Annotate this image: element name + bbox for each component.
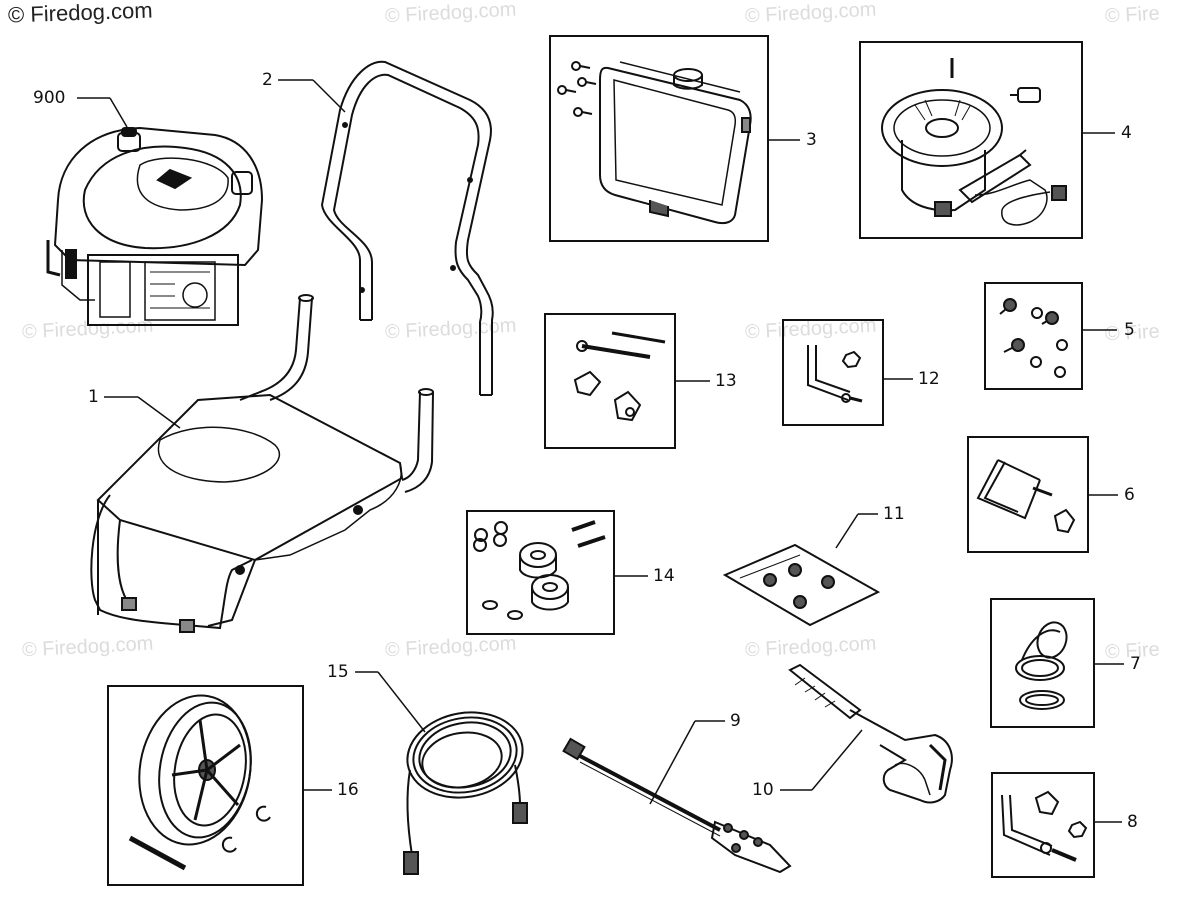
callout-6: 6 <box>1124 485 1135 505</box>
callout-12: 12 <box>918 369 940 389</box>
cap-7-box <box>990 598 1095 728</box>
hardware-5-box <box>984 282 1083 390</box>
callout-4: 4 <box>1121 123 1132 143</box>
pin-8-drawing <box>1001 790 1088 862</box>
pin-12-box <box>782 319 884 426</box>
callout-15: 15 <box>327 662 349 682</box>
callout-13: 13 <box>715 371 737 391</box>
callout-3: 3 <box>806 130 817 150</box>
pin-8-box <box>991 772 1095 878</box>
bracket-6-drawing <box>976 459 1076 534</box>
callout-7: 7 <box>1130 654 1141 674</box>
pump-box <box>859 41 1083 239</box>
tank-box <box>549 35 769 242</box>
cap-7-drawing <box>1015 621 1068 710</box>
lance-drawing <box>562 737 792 874</box>
callout-900: 900 <box>33 88 66 108</box>
callout-16: 16 <box>337 780 359 800</box>
hardware-5-drawing <box>999 298 1068 378</box>
handle-drawing <box>320 60 494 396</box>
nozzles-11-drawing <box>722 543 881 627</box>
callout-1: 1 <box>88 387 99 407</box>
callout-8: 8 <box>1127 812 1138 832</box>
callout-9: 9 <box>730 711 741 731</box>
bearings-14-box <box>466 510 615 635</box>
frame-drawing <box>90 294 434 633</box>
callout-10: 10 <box>752 780 774 800</box>
pump-drawing <box>881 58 1067 226</box>
gun-drawing <box>788 663 953 804</box>
callout-11: 11 <box>883 504 905 524</box>
tank-drawing <box>557 61 752 225</box>
callout-14: 14 <box>653 566 675 586</box>
callout-5: 5 <box>1124 320 1135 340</box>
callout-2: 2 <box>262 70 273 90</box>
hose-drawing <box>403 711 528 875</box>
bolts-13-box <box>544 313 676 449</box>
engine-drawing <box>46 126 264 326</box>
bearings-14-drawing <box>473 520 606 620</box>
bolts-13-drawing <box>573 331 666 422</box>
wheel-box <box>107 685 304 886</box>
pin-12-drawing <box>807 345 863 403</box>
wheel-drawing <box>128 694 271 871</box>
